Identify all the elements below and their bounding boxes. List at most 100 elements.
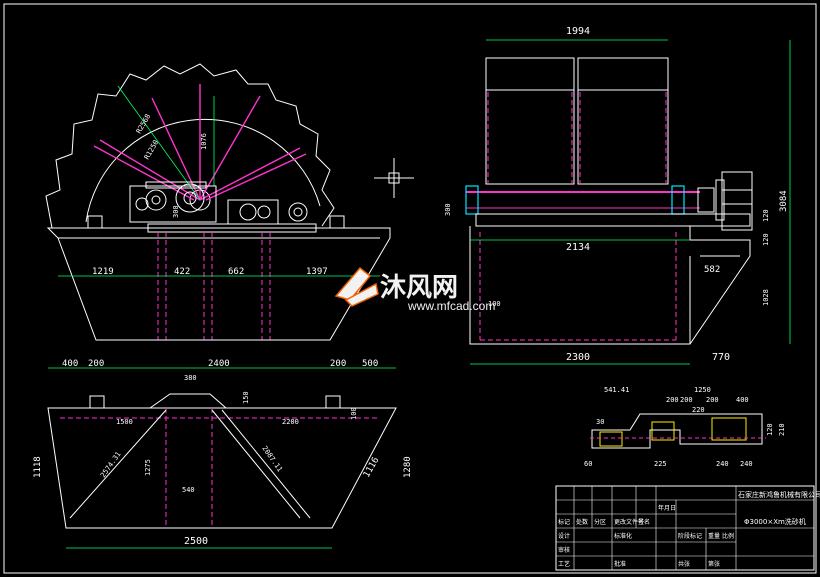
plan-hidden [60, 408, 380, 528]
side-hidden-lines [479, 92, 677, 341]
dim-400: 400 [62, 359, 78, 369]
center-crosshair [374, 158, 414, 198]
dim-1275: 1275 [144, 459, 152, 476]
side-base-platform [475, 213, 751, 227]
plan-lug-2 [325, 395, 341, 409]
title-drawing-name: Φ3000×Xm洗砂机 [744, 517, 806, 526]
dim-380: 380 [184, 374, 197, 382]
gearbox [129, 181, 217, 223]
detail-dim-220: 220 [692, 406, 705, 414]
drawing-frame [3, 3, 817, 574]
dim-540: 540 [182, 486, 195, 494]
coupling [697, 187, 715, 213]
tb-label-4: 签名 [638, 518, 650, 526]
detail-dim-200c: 200 [666, 396, 679, 404]
detail-view: 541.41 1250 200 200 400 220 30 60 225 24… [584, 386, 786, 468]
detail-box-1 [599, 431, 623, 447]
side-buckets [485, 57, 669, 185]
bearing-left [465, 185, 479, 215]
tank-lug-2 [329, 215, 345, 229]
dim-1994: 1994 [566, 26, 590, 37]
dim-1280: 1280 [403, 456, 413, 478]
detail-dim-541: 541.41 [604, 386, 629, 394]
side-gearbox [715, 171, 753, 231]
dim-3084: 3084 [779, 190, 789, 212]
dim-1500: 1500 [116, 418, 133, 426]
dim-100-plan: 100 [350, 407, 358, 420]
tb-label-9: 重量 [708, 532, 720, 540]
dim-422: 422 [174, 267, 190, 277]
dim-100-side: 100 [488, 300, 501, 308]
watermark: 沐风网 www.mfcad.com [334, 266, 495, 313]
dim-500: 500 [362, 359, 378, 369]
tb-label-0: 标记 [558, 518, 570, 526]
dim-2200: 2200 [282, 418, 299, 426]
detail-box-2 [651, 421, 675, 441]
dim-1076: 1076 [200, 133, 208, 150]
plan-tank-outline [47, 407, 397, 529]
tb-label-7: 标准化 [614, 532, 632, 540]
dim-200a: 200 [88, 359, 104, 369]
dim-1118: 1118 [33, 456, 43, 478]
dim-1397: 1397 [306, 267, 328, 277]
dim-200b: 200 [330, 359, 346, 369]
plan-braces [69, 409, 311, 519]
dim-120-side: 120 [762, 209, 770, 222]
tb-label-11: 审核 [558, 546, 570, 554]
dim-662: 662 [228, 267, 244, 277]
tb-label-8: 阶段标记 [678, 532, 702, 540]
dim-300-side: 300 [444, 203, 452, 216]
dim-150: 150 [242, 391, 250, 404]
watermark-url: www.mfcad.com [407, 299, 495, 313]
detail-dim-240a: 240 [716, 460, 729, 468]
tb-label-12: 工艺 [558, 560, 570, 568]
title-company: 石家庄新鸿鲁机械有限公司 [738, 490, 820, 499]
detail-dim-120: 120 [766, 423, 774, 436]
tb-label-13: 批准 [614, 560, 626, 568]
dim-1028: 1028 [762, 289, 770, 306]
tb-label-2: 分区 [594, 518, 606, 526]
detail-dim-60: 60 [584, 460, 592, 468]
dim-2500: 2500 [184, 536, 208, 547]
dim-1219: 1219 [92, 267, 114, 277]
tb-label-1: 处数 [576, 518, 588, 526]
title-block: 石家庄新鸿鲁机械有限公司 Φ3000×Xm洗砂机 标记 处数 分区 更改文件号 … [555, 485, 820, 571]
dim-120b-side: 120 [762, 233, 770, 246]
tb-label-6: 设计 [558, 532, 570, 540]
dim-300: 300 [172, 205, 180, 218]
detail-dim-1250: 1250 [694, 386, 711, 394]
detail-dim-210: 210 [778, 423, 786, 436]
tb-label-10: 比例 [722, 532, 734, 540]
detail-dim-225: 225 [654, 460, 667, 468]
plan-lug-1 [89, 395, 105, 409]
detail-dim-240b: 240 [740, 460, 753, 468]
support-posts [157, 232, 271, 340]
radius-leader [117, 85, 201, 201]
dim-2134: 2134 [566, 242, 590, 253]
detail-dim-200b: 200 [706, 396, 719, 404]
tb-label-5: 年月日 [658, 504, 676, 512]
tank-plan-view: 400 200 2400 200 500 380 1500 2200 150 1… [33, 359, 413, 549]
tank-lug-1 [87, 215, 103, 229]
tb-label-14: 共张 [678, 560, 690, 568]
plan-hopper [149, 393, 227, 409]
tb-label-15: 第张 [708, 560, 720, 568]
front-view: R2568 R1250 1076 300 [45, 63, 391, 341]
detail-dim-30: 30 [596, 418, 604, 426]
detail-dim-200a: 200 [680, 396, 693, 404]
wheel-inner-rim [85, 118, 321, 223]
dim-770: 770 [712, 352, 730, 363]
dim-582: 582 [704, 265, 720, 275]
dim-2400: 2400 [208, 359, 230, 369]
watermark-text: 沐风网 [380, 272, 458, 302]
detail-outline [591, 413, 763, 449]
wheel-bucket-profile [45, 63, 335, 229]
detail-dim-400: 400 [736, 396, 749, 404]
dim-2300: 2300 [566, 352, 590, 363]
tb-label-3: 更改文件号 [614, 518, 644, 526]
detail-box-3 [711, 417, 747, 441]
side-view: 1994 [444, 26, 791, 365]
watermark-logo-icon [334, 266, 379, 307]
